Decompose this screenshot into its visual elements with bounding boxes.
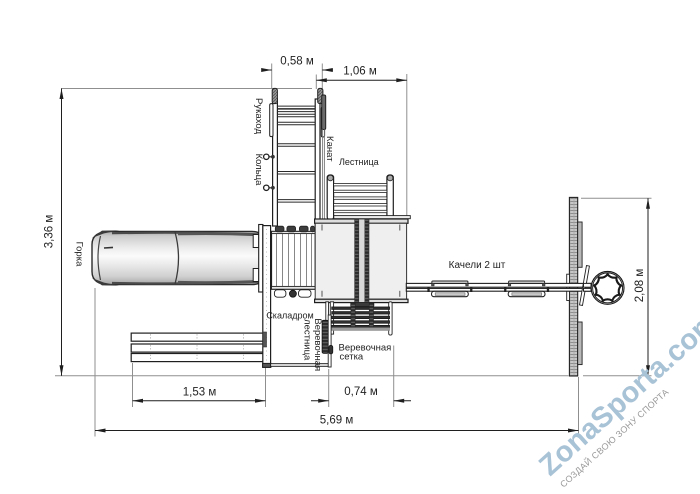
svg-text:1,06 м: 1,06 м	[343, 66, 377, 78]
svg-text:2,08 м: 2,08 м	[634, 269, 646, 303]
svg-text:Скаладром: Скаладром	[266, 310, 313, 320]
svg-text:0,74 м: 0,74 м	[344, 386, 378, 398]
svg-text:сетка: сетка	[340, 352, 364, 363]
svg-text:5,69 м: 5,69 м	[320, 415, 354, 427]
svg-text:Рукаход: Рукаход	[253, 98, 264, 134]
svg-text:Горка: Горка	[74, 242, 85, 267]
svg-text:Веревочная: Веревочная	[339, 343, 392, 354]
svg-text:0,58 м: 0,58 м	[280, 56, 314, 68]
svg-text:лестница: лестница	[302, 319, 313, 361]
svg-text:3,36 м: 3,36 м	[44, 215, 56, 249]
svg-text:Лестница: Лестница	[339, 157, 379, 167]
svg-text:Кольца: Кольца	[253, 154, 264, 187]
svg-text:Веревочная: Веревочная	[312, 318, 323, 371]
svg-text:Качели 2 шт: Качели 2 шт	[449, 260, 506, 271]
svg-text:Канат: Канат	[324, 136, 335, 162]
svg-text:1,53 м: 1,53 м	[183, 387, 217, 399]
